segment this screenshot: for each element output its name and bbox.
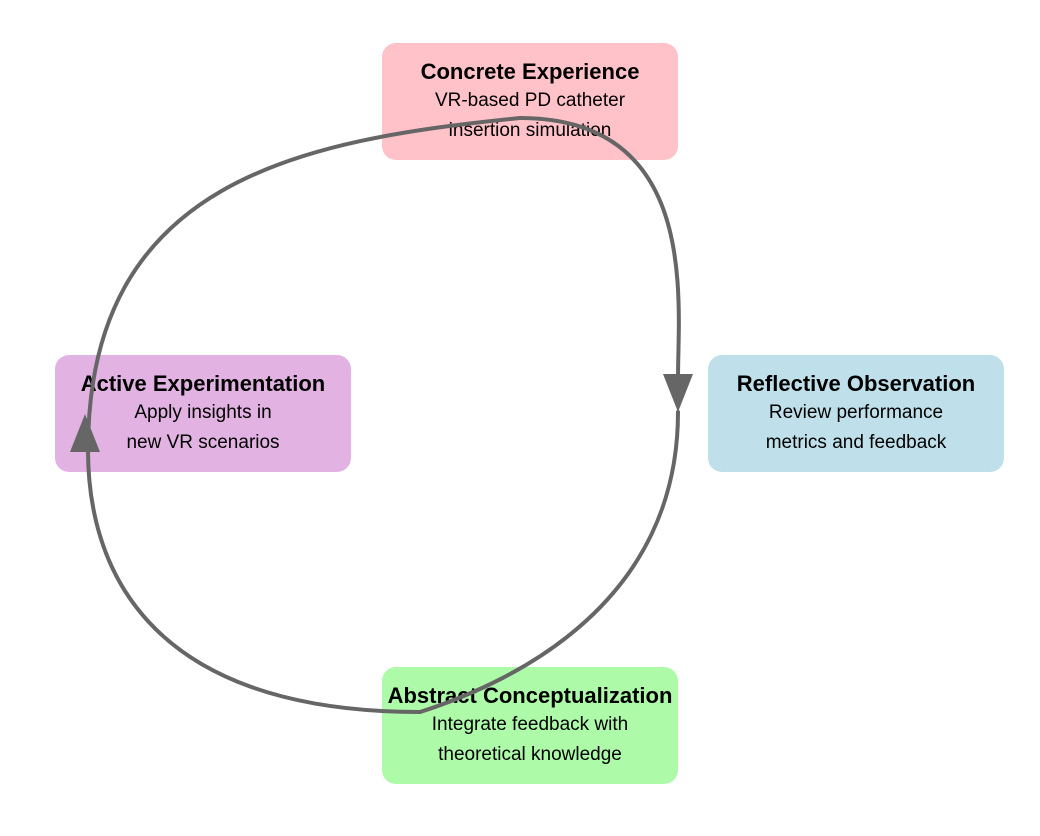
active-experimentation-node: Active Experimentation Apply insights in…: [55, 355, 351, 472]
active-experimentation-desc-line2: new VR scenarios: [126, 431, 280, 453]
concrete-experience-node: Concrete Experience VR-based PD catheter…: [382, 43, 678, 160]
abstract-conceptualization-desc-line1: Integrate feedback with: [431, 713, 629, 735]
concrete-experience-desc-line2: insertion simulation: [448, 119, 612, 141]
abstract-conceptualization-node: Abstract Conceptualization Integrate fee…: [382, 667, 678, 784]
reflective-observation-node: Reflective Observation Review performanc…: [708, 355, 1004, 472]
active-experimentation-title: Active Experimentation: [80, 370, 326, 396]
reflective-observation-desc-line1: Review performance: [768, 401, 944, 423]
active-experimentation-desc-line1: Apply insights in: [134, 401, 272, 423]
reflective-observation-desc-line2: metrics and feedback: [765, 431, 947, 453]
abstract-conceptualization-desc-line2: theoretical knowledge: [438, 743, 622, 765]
abstract-conceptualization-title: Abstract Conceptualization: [387, 682, 673, 708]
concrete-experience-desc-line1: VR-based PD catheter: [434, 89, 626, 111]
concrete-experience-title: Concrete Experience: [420, 58, 640, 84]
reflective-observation-title: Reflective Observation: [736, 370, 976, 396]
